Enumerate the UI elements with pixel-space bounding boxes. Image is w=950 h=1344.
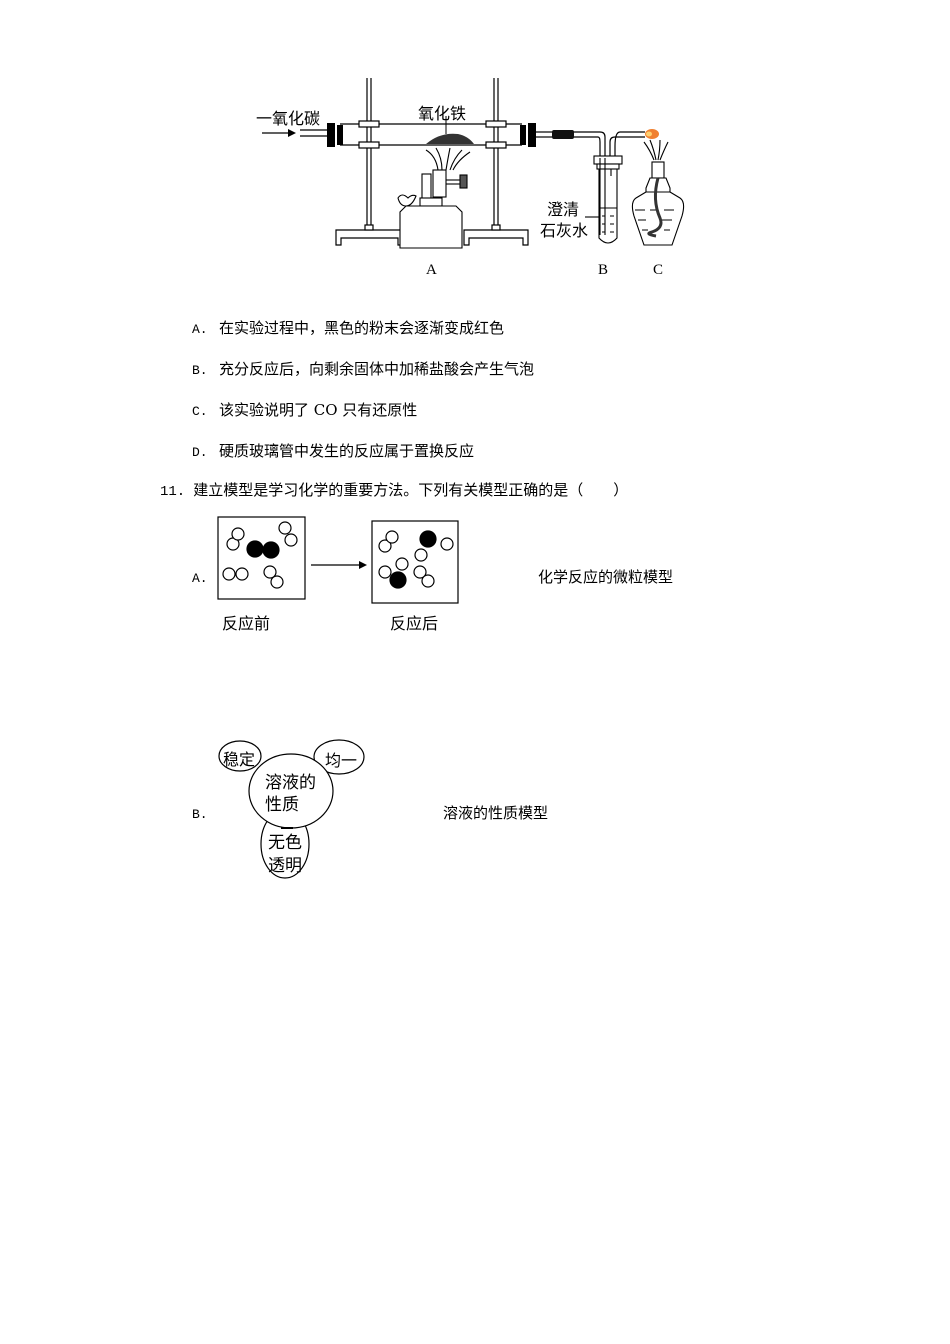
option-key: B. — [192, 363, 208, 378]
co-reduction-apparatus-diagram — [262, 78, 685, 249]
particle-model-diagram — [215, 515, 465, 605]
bubble-colorless-line2: 透明 — [268, 856, 302, 876]
option-text: 充分反应后，向剩余固体中加稀盐酸会产生气泡 — [219, 360, 535, 378]
q10-option-b: B. 充分反应后，向剩余固体中加稀盐酸会产生气泡 — [192, 359, 534, 381]
option-text: 硬质玻璃管中发生的反应属于置换反应 — [219, 442, 475, 460]
limewater-label-line2: 石灰水 — [540, 221, 589, 240]
option-key: C. — [192, 404, 208, 419]
solution-bubble-diagram — [218, 739, 365, 879]
option-text: 在实验过程中，黑色的粉末会逐渐变成红色 — [219, 319, 505, 337]
question-text: 建立模型是学习化学的重要方法。下列有关模型正确的是（ ） — [193, 481, 629, 499]
part-label-c: C — [653, 262, 664, 278]
apparatus-figure: 一氧化碳 氧化铁 澄清 石灰水 A B C — [240, 70, 700, 290]
before-reaction-label: 反应前 — [222, 614, 271, 633]
q10-option-a: A. 在实验过程中，黑色的粉末会逐渐变成红色 — [192, 318, 504, 340]
bubble-colorless-line1: 无色 — [268, 833, 302, 853]
powder-label-iron-oxide: 氧化铁 — [418, 104, 467, 123]
solution-model-caption: 溶液的性质模型 — [443, 804, 549, 822]
bubble-center-line2: 性质 — [265, 795, 299, 815]
limewater-label-line1: 澄清 — [547, 200, 580, 219]
q10-option-d: D. 硬质玻璃管中发生的反应属于置换反应 — [192, 441, 474, 463]
question-number: 11. — [160, 484, 186, 500]
bubble-uniform: 均一 — [325, 751, 358, 770]
reaction-particle-model — [217, 516, 459, 604]
q11-option-a-key: A. — [192, 571, 208, 586]
part-label-b: B — [598, 262, 609, 278]
q11-option-b-key: B. — [192, 807, 208, 822]
option-key: A. — [192, 322, 208, 337]
option-key: D. — [192, 445, 208, 460]
particle-model-caption: 化学反应的微粒模型 — [538, 568, 674, 586]
gas-label-carbon-monoxide: 一氧化碳 — [256, 109, 321, 128]
option-text: 该实验说明了 CO 只有还原性 — [219, 401, 418, 419]
bubble-stable: 稳定 — [223, 750, 256, 769]
q11-stem: 11. 建立模型是学习化学的重要方法。下列有关模型正确的是（ ） — [160, 480, 628, 502]
solution-property-model-diagram: 稳定 均一 溶液的 性质 无色 透明 — [215, 738, 375, 883]
bubble-center-line1: 溶液的 — [265, 773, 316, 793]
q10-option-c: C. 该实验说明了 CO 只有还原性 — [192, 400, 417, 422]
part-label-a: A — [426, 262, 437, 278]
after-reaction-label: 反应后 — [390, 614, 439, 633]
